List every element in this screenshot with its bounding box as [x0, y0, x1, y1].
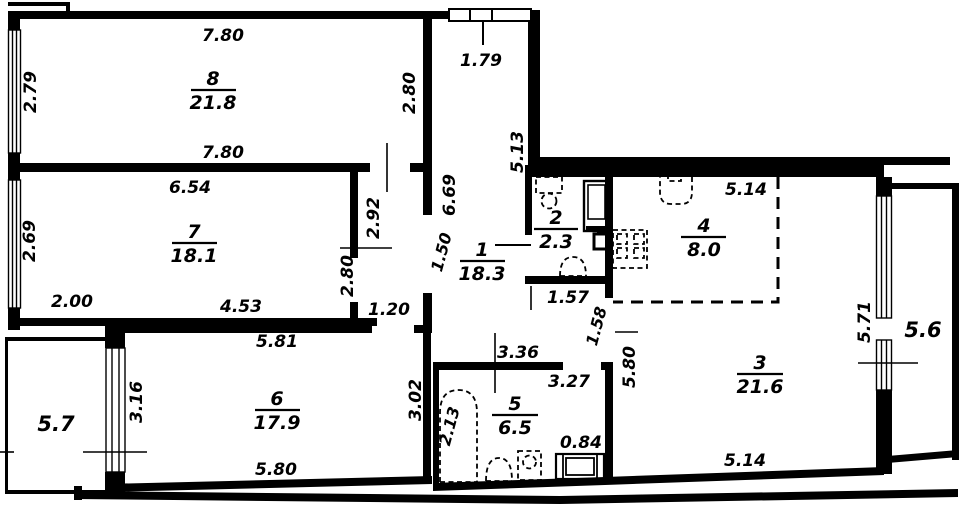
room7-number: 7 — [187, 221, 201, 243]
room5-number: 5 — [508, 393, 521, 415]
duct-shaft-icon — [592, 230, 610, 251]
dim-r8-top: 7.80 — [202, 26, 244, 46]
stove-icon — [612, 229, 648, 269]
dim-hall-width: 3.36 — [497, 343, 539, 363]
entrance-door-icon — [448, 8, 532, 45]
room5-label: 5 6.5 — [492, 393, 538, 439]
fixtures — [439, 174, 693, 483]
washing-machine-icon — [535, 176, 563, 210]
dim-r3-bottom: 5.14 — [724, 451, 766, 471]
window-room7-left-icon — [7, 179, 22, 309]
dim-r7-right: 2.80 — [338, 255, 358, 297]
water-heater-icon — [582, 179, 611, 233]
dim-hall-opening: 1.50 — [427, 231, 456, 274]
dim-r6-bottom: 5.80 — [255, 460, 297, 480]
room5-area: 6.5 — [498, 417, 532, 439]
room7-area: 18.1 — [171, 245, 218, 267]
room2-label: 2 2.3 — [534, 207, 578, 253]
dim-r4-top: 5.14 — [725, 180, 767, 200]
room1-area: 18.3 — [459, 263, 506, 285]
dim-niche-depth: 2.92 — [364, 197, 384, 239]
dim-r3-window: 5.71 — [855, 301, 875, 343]
room3-area: 21.6 — [737, 376, 784, 398]
room8-area: 21.8 — [190, 92, 237, 114]
room2-number: 2 — [549, 207, 562, 229]
dim-r8-right: 2.80 — [400, 72, 420, 114]
room4-area: 8.0 — [687, 239, 721, 261]
dim-r3-left: 5.80 — [620, 346, 640, 388]
dim-hall-length: 6.69 — [440, 174, 460, 216]
walls — [8, 2, 958, 504]
fridge-icon — [659, 174, 693, 205]
dim-r6-left: 3.16 — [127, 381, 147, 423]
dim-r6-right: 3.02 — [406, 379, 426, 421]
room4-number: 4 — [696, 215, 710, 237]
room8-number: 8 — [206, 68, 219, 90]
sink-cabinet-icon — [554, 452, 606, 481]
windows — [7, 29, 893, 492]
toilet-room2-icon — [559, 256, 587, 277]
room-labels: 8 21.8 7 18.1 6 17.9 1 18.3 2 2.3 4 8.0 — [37, 68, 941, 439]
bathtub-icon — [439, 389, 478, 483]
dim-r3-door: 1.58 — [582, 305, 611, 348]
window-room3-right-icon — [875, 195, 893, 391]
room1-label: 1 18.3 — [459, 239, 506, 285]
dim-r5-width: 3.27 — [548, 372, 590, 392]
room6-area: 17.9 — [254, 412, 301, 434]
dim-corr-right: 5.13 — [508, 131, 528, 173]
room3-label: 3 21.6 — [737, 352, 784, 398]
dim-r8-left: 2.79 — [21, 71, 41, 113]
toilet-room5-icon — [485, 457, 513, 482]
dim-r8-bottom: 7.80 — [202, 143, 244, 163]
kitchen-zone-boundary — [613, 177, 780, 304]
room2-area: 2.3 — [539, 231, 573, 253]
window-room6-balcony-icon — [105, 333, 126, 492]
window-room8-left-icon — [7, 29, 22, 154]
dimension-labels: 7.80 7.80 6.54 2.00 4.53 1.20 5.81 5.80 … — [20, 26, 875, 480]
dim-r6-top: 5.81 — [256, 332, 298, 352]
dim-sink: 0.84 — [560, 433, 602, 453]
room7-label: 7 18.1 — [171, 221, 218, 267]
balcony-left-label: 5.7 — [37, 412, 75, 436]
room1-number: 1 — [475, 239, 488, 261]
dim-r7-top: 6.54 — [169, 178, 211, 198]
dim-r7-left: 2.69 — [20, 220, 40, 262]
dim-r2-width: 1.57 — [547, 288, 589, 308]
dim-r7-bottom-left: 2.00 — [51, 292, 93, 312]
room8-label: 8 21.8 — [190, 68, 237, 114]
room6-label: 6 17.9 — [254, 388, 301, 434]
balcony-walls — [5, 183, 959, 494]
balcony-right-label: 5.6 — [904, 318, 941, 342]
dim-corr-top: 1.79 — [460, 51, 502, 71]
room4-label: 4 8.0 — [681, 215, 726, 261]
room6-number: 6 — [270, 388, 283, 410]
washer-room5-icon — [517, 450, 542, 481]
dim-r7-bottom: 4.53 — [219, 297, 262, 317]
room3-number: 3 — [753, 352, 766, 374]
dim-passage: 1.20 — [368, 300, 410, 320]
dimension-ticks — [0, 143, 918, 453]
